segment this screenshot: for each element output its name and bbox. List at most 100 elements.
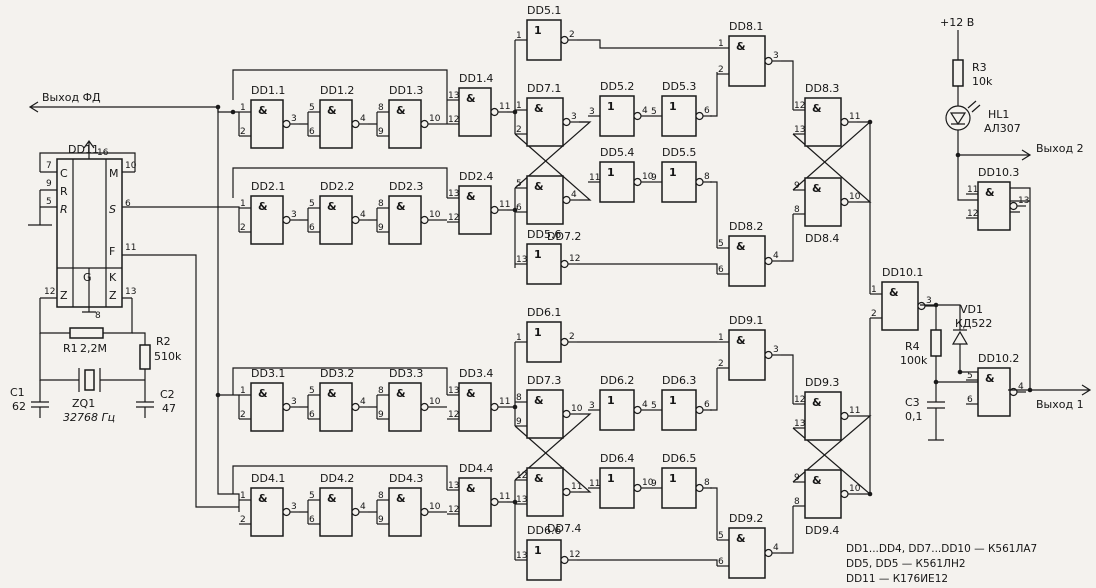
gate-label: DD1.1 — [251, 84, 285, 97]
svg-text:12: 12 — [44, 287, 55, 297]
gate-pin: 11 — [499, 102, 510, 112]
gate-symbol: & — [736, 240, 746, 253]
svg-text:C3: C3 — [905, 396, 920, 409]
gate-pin: 11 — [571, 482, 582, 492]
gate-symbol: & — [812, 396, 822, 409]
svg-text:9: 9 — [46, 179, 52, 189]
gate-pin: 6 — [704, 106, 710, 116]
gate-pin: 13 — [448, 91, 459, 101]
gate-pin: 12 — [794, 101, 805, 111]
gate-pin: 12 — [448, 505, 459, 515]
svg-text:G: G — [83, 271, 92, 284]
gate-pin: 5 — [309, 199, 315, 209]
gate-pin: 6 — [309, 223, 315, 233]
gate-label: DD9.2 — [729, 512, 763, 525]
gate-pin: 9 — [378, 515, 384, 525]
gate-pin: 13 — [516, 255, 527, 265]
gate-label: DD8.2 — [729, 220, 763, 233]
gate-body — [804, 97, 842, 147]
gate-pin: 9 — [651, 173, 657, 183]
gate-symbol: 1 — [534, 248, 542, 261]
gate-label: DD6.2 — [600, 374, 634, 387]
gates: &DD1.1123&DD1.2564&DD1.38910&DD1.4131211… — [239, 4, 1029, 581]
svg-text:VD1: VD1 — [960, 303, 983, 316]
gate-body — [977, 367, 1011, 417]
gate-label: DD8.1 — [729, 20, 763, 33]
gate-pin: 11 — [849, 112, 860, 122]
svg-text:C: C — [60, 167, 68, 180]
gate-pin: 12 — [516, 471, 527, 481]
svg-text:62: 62 — [12, 400, 26, 413]
gate-label: DD9.4 — [805, 524, 839, 537]
gate-pin: 3 — [291, 502, 297, 512]
output-stage: +12 В R3 10k HL1 АЛ307 Выход 2 Выход 1 V… — [900, 16, 1092, 441]
gate-output-bubble — [840, 197, 849, 207]
gate-output-bubble — [562, 409, 571, 419]
gate-output-bubble — [351, 402, 360, 412]
gate-body — [526, 175, 564, 225]
svg-text:11: 11 — [125, 243, 136, 253]
gate-body — [881, 281, 919, 331]
gate-output-bubble — [351, 119, 360, 129]
gate-body — [728, 527, 766, 579]
gate-output-bubble — [560, 35, 569, 45]
svg-text:АЛ307: АЛ307 — [984, 122, 1021, 135]
diode-vd1 — [951, 329, 969, 345]
gate-symbol: & — [396, 492, 406, 505]
gate-pin: 13 — [516, 551, 527, 561]
gate-pin: 2 — [240, 410, 246, 420]
gate-pin: 13 — [448, 386, 459, 396]
gate-symbol: 1 — [669, 100, 677, 113]
gate-body — [728, 329, 766, 381]
gate-label: DD3.1 — [251, 367, 285, 380]
gate-label: DD3.3 — [389, 367, 423, 380]
gate-pin: 6 — [309, 515, 315, 525]
gate-pin: 12 — [448, 115, 459, 125]
gate-pin: 4 — [360, 502, 366, 512]
svg-text:R: R — [60, 203, 68, 216]
gate-output-bubble — [840, 117, 849, 127]
gate-output-bubble — [695, 483, 704, 493]
gate-pin: 12 — [448, 410, 459, 420]
gate-label: DD4.1 — [251, 472, 285, 485]
output-fd-arrow — [28, 101, 218, 113]
gate-output-bubble — [420, 507, 429, 517]
gate-label: DD1.4 — [459, 72, 493, 85]
gate-pin: 5 — [516, 179, 522, 189]
gate-pin: 9 — [378, 127, 384, 137]
gate-pin: 12 — [794, 395, 805, 405]
gate-pin: 8 — [704, 478, 710, 488]
gate-symbol: & — [736, 532, 746, 545]
gate-pin: 1 — [718, 333, 724, 343]
svg-text:K: K — [109, 271, 117, 284]
gate-pin: 2 — [240, 515, 246, 525]
gate-pin: 1 — [240, 103, 246, 113]
gate-output-bubble — [351, 507, 360, 517]
gate-symbol: & — [258, 387, 268, 400]
gate-label: DD8.3 — [805, 82, 839, 95]
svg-text:R2: R2 — [156, 335, 171, 348]
gate-pin: 3 — [291, 397, 297, 407]
gate-pin: 9 — [378, 410, 384, 420]
counter-vcc-arrow — [83, 139, 95, 159]
gate-symbol: & — [258, 104, 268, 117]
gate-output-bubble — [562, 487, 571, 497]
gate-label: DD5.3 — [662, 80, 696, 93]
counter-label: DD11 — [68, 143, 99, 156]
gate-output-bubble — [840, 411, 849, 421]
svg-text:5: 5 — [46, 197, 52, 207]
gate-pin: 3 — [589, 401, 595, 411]
